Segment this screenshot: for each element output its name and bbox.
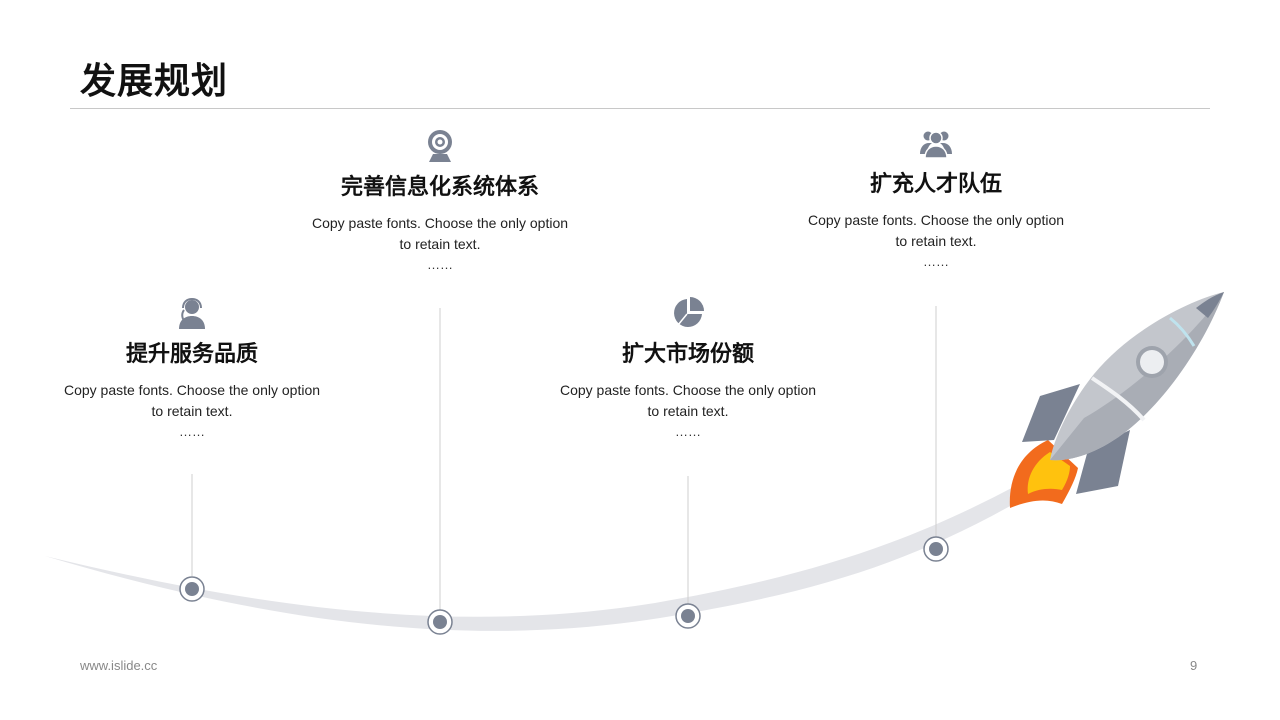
page-number: 9 xyxy=(1190,658,1198,673)
milestone-heading: 扩充人才队伍 xyxy=(869,172,1002,197)
title-divider xyxy=(70,108,1210,109)
milestone-heading: 完善信息化系统体系 xyxy=(340,175,539,200)
rocket-fin-bottom xyxy=(1076,430,1130,494)
pie-chart-icon xyxy=(674,297,704,327)
footer-url: www.islide.cc xyxy=(80,658,158,673)
webcam-icon xyxy=(428,130,452,162)
milestone-text: Copy paste fonts. Choose the only option… xyxy=(559,382,817,419)
rocket-fin-top xyxy=(1022,384,1080,442)
timeline-node-3 xyxy=(675,603,701,629)
timeline-node-1 xyxy=(179,576,205,602)
milestone-text: Copy paste fonts. Choose the only option… xyxy=(311,215,569,252)
slide-title: 发展规划 xyxy=(80,61,229,102)
rocket-body-shade xyxy=(1050,292,1224,461)
timeline-node-4 xyxy=(923,536,949,562)
milestone-heading: 提升服务品质 xyxy=(125,342,258,367)
milestone-ellipsis: …… xyxy=(675,424,701,439)
rocket-stripe-2 xyxy=(1169,316,1196,347)
milestone-3: 扩大市场份额 Copy paste fonts. Choose the only… xyxy=(558,296,818,442)
rocket-nose xyxy=(1196,292,1224,318)
milestone-ellipsis: …… xyxy=(923,254,949,269)
rocket-trail xyxy=(45,460,1070,631)
milestone-text: Copy paste fonts. Choose the only option… xyxy=(807,212,1065,249)
customer-service-icon xyxy=(179,297,205,329)
milestone-4: 扩充人才队伍 Copy paste fonts. Choose the only… xyxy=(806,126,1066,272)
rocket-stripe xyxy=(1090,376,1146,422)
rocket-illustration xyxy=(1009,292,1224,508)
rocket-flame-inner xyxy=(1027,452,1070,494)
team-icon xyxy=(920,131,952,159)
milestone-2: 完善信息化系统体系 Copy paste fonts. Choose the o… xyxy=(310,129,570,275)
milestone-heading: 扩大市场份额 xyxy=(621,342,754,367)
milestone-ellipsis: …… xyxy=(179,424,205,439)
milestone-text: Copy paste fonts. Choose the only option… xyxy=(63,382,321,419)
timeline-node-2 xyxy=(427,609,453,635)
milestone-1: 提升服务品质 Copy paste fonts. Choose the only… xyxy=(62,296,322,442)
milestone-ellipsis: …… xyxy=(427,257,453,272)
